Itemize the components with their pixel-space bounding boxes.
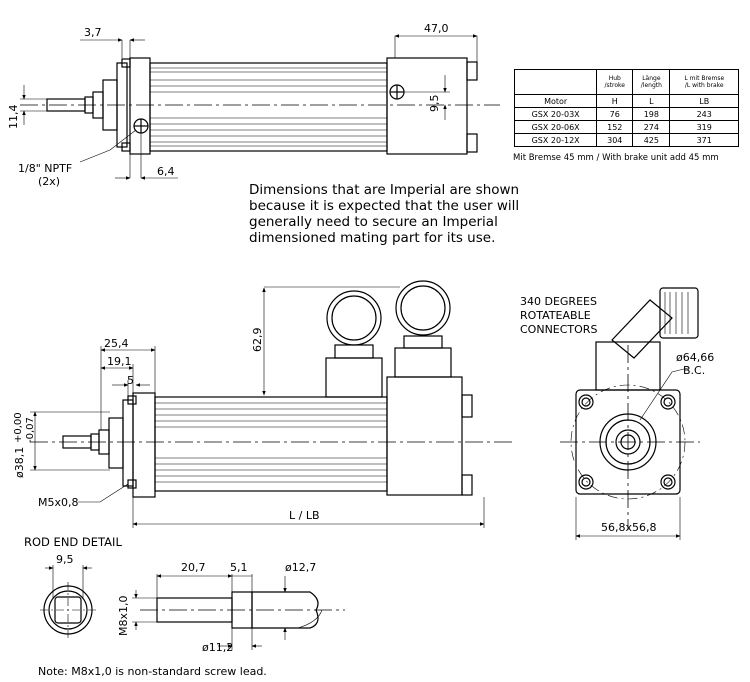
thread-m5-label: M5x0,8 xyxy=(38,496,79,509)
rod-dim-m8-label: M8x1,0 xyxy=(117,595,130,637)
table-header-cell xyxy=(513,69,598,95)
rod-dim-9-5-label: 9,5 xyxy=(56,553,74,566)
rod-dim-dia12-7-label: ø12,7 xyxy=(285,561,317,574)
table-cell: 243 xyxy=(669,107,739,121)
table-cell: GSX 20-06X xyxy=(513,120,598,134)
table-cell: 76 xyxy=(596,107,634,121)
bolt-circle-label: ø64,66 xyxy=(676,351,715,364)
dim-19-1-label: 19,1 xyxy=(107,355,132,368)
dim-tol-lower-label: -0,07 xyxy=(25,417,36,443)
table-header-cell: L mit Bremse/L with brake xyxy=(669,69,739,95)
brake-note: Mit Bremse 45 mm / With brake unit add 4… xyxy=(513,153,719,163)
end-motor-view xyxy=(560,287,700,540)
imperial-dimensions-note: Dimensions that are Imperial are shown b… xyxy=(249,182,519,246)
dim-47-0-label: 47,0 xyxy=(424,22,449,35)
note-line: Dimensions that are Imperial are shown xyxy=(249,182,520,198)
table-cell: GSX 20-03X xyxy=(513,107,598,121)
stroke-length-table: Hub/stroke Länge/length L mit Bremse/L w… xyxy=(513,69,739,147)
table-header-cell: Hub/stroke xyxy=(596,69,634,95)
port-thread-label: 1/8" NPTF xyxy=(18,162,73,175)
dim-11-4-label: 11,4 xyxy=(7,104,20,130)
dim-5-label: 5 xyxy=(127,374,134,387)
table-row: GSX 20-03X 76 198 243 xyxy=(513,107,739,121)
table-row: GSX 20-06X 152 274 319 xyxy=(513,120,739,134)
table-subheader-cell: LB xyxy=(669,94,739,108)
dim-6-4-label: 6,4 xyxy=(157,165,175,178)
square-size-label: 56,8x56,8 xyxy=(601,521,657,534)
connectors-label-line: ROTATEABLE xyxy=(520,309,591,322)
dim-25-4-label: 25,4 xyxy=(104,337,129,350)
rod-end-title: ROD END DETAIL xyxy=(24,535,122,549)
table-cell: 319 xyxy=(669,120,739,134)
table-subheader-row: Motor H L LB xyxy=(513,94,739,108)
connectors-label-line: 340 DEGREES xyxy=(520,295,597,308)
connectors-label-line: CONNECTORS xyxy=(520,323,598,336)
rod-footnote: Note: M8x1,0 is non-standard screw lead. xyxy=(38,665,267,678)
bolt-circle-bc-label: B.C. xyxy=(683,364,706,377)
table-header-row: Hub/stroke Länge/length L mit Bremse/L w… xyxy=(513,69,739,95)
table-cell: 274 xyxy=(632,120,671,134)
table-cell: GSX 20-12X xyxy=(513,133,598,147)
dim-62-9-label: 62,9 xyxy=(251,327,264,353)
dim-3-7-label: 3,7 xyxy=(84,26,102,39)
rod-dim-dia11-2-label: ø11,2 xyxy=(202,641,234,654)
rod-dim-20-7-label: 20,7 xyxy=(181,561,206,574)
top-actuator-view xyxy=(20,34,500,180)
table-subheader-cell: L xyxy=(632,94,671,108)
table-cell: 425 xyxy=(632,133,671,147)
rod-end-detail xyxy=(40,565,345,650)
rod-dim-5-1-label: 5,1 xyxy=(230,561,248,574)
note-line: generally need to secure an Imperial xyxy=(249,214,498,230)
dim-tol-upper-label: +0,00 xyxy=(13,412,24,443)
note-line: dimensioned mating part for its use. xyxy=(249,230,496,246)
dim-dia38-label: ø38,1 xyxy=(13,446,26,478)
table-cell: 371 xyxy=(669,133,739,147)
table-subheader-cell: H xyxy=(596,94,634,108)
note-line: because it is expected that the user wil… xyxy=(249,198,520,214)
table-header-cell: Länge/length xyxy=(632,69,671,95)
dim-9-5-top-label: 9,5 xyxy=(428,94,441,113)
table-cell: 304 xyxy=(596,133,634,147)
port-count-label: (2x) xyxy=(38,175,61,188)
length-l-lb-label: L / LB xyxy=(289,509,320,522)
table-cell: 198 xyxy=(632,107,671,121)
table-subheader-cell: Motor xyxy=(513,94,598,108)
side-motor-view xyxy=(30,280,515,528)
table-row: GSX 20-12X 304 425 371 xyxy=(513,133,739,147)
table-cell: 152 xyxy=(596,120,634,134)
